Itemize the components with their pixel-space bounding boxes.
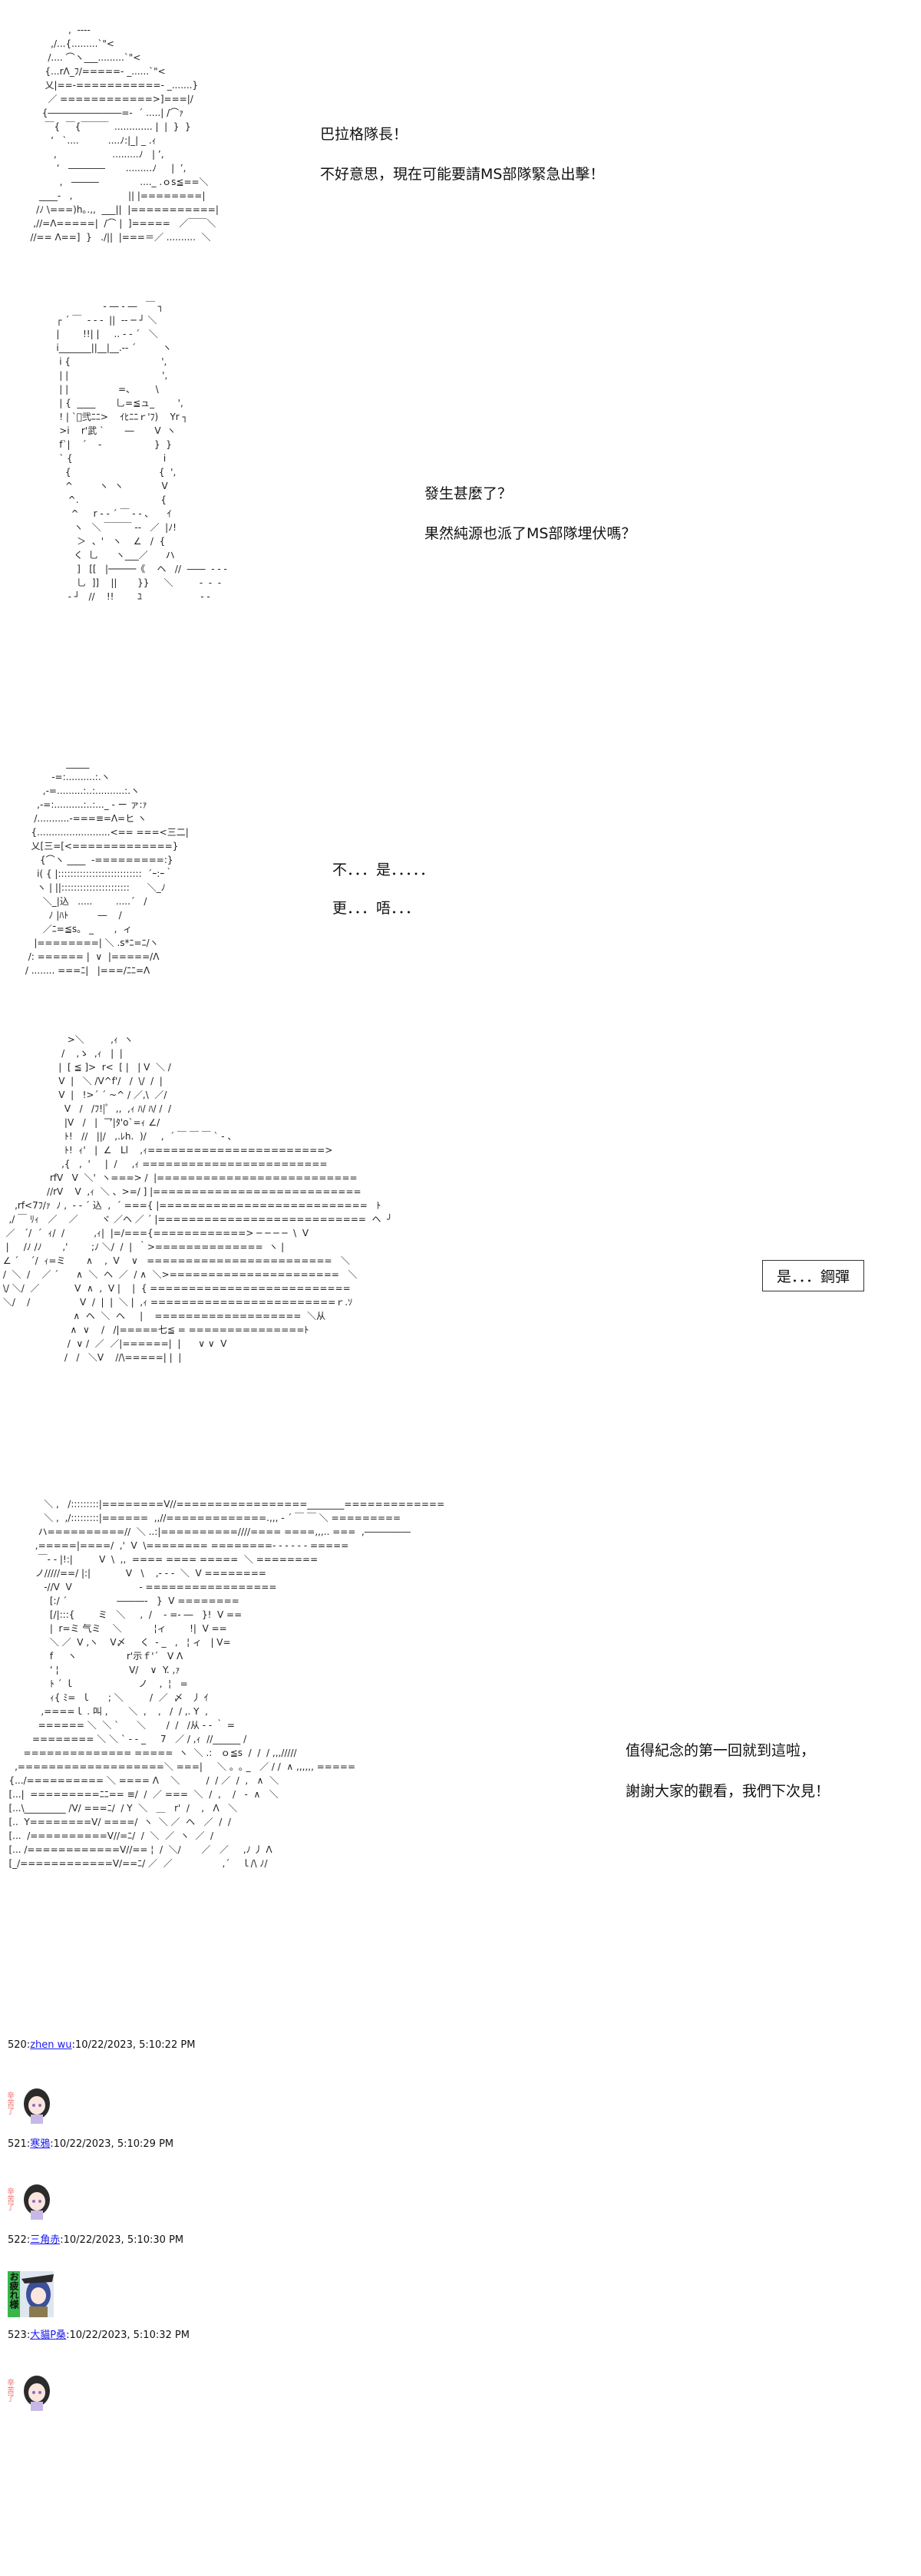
dialogue-line: 謝謝大家的觀看，我們下次見！ (626, 1783, 830, 1800)
dialogue-box: 是．．．鋼彈 (762, 1260, 865, 1291)
sticker-image: 辛苦了 (8, 2368, 54, 2412)
sticker-image: 辛苦了 (8, 2177, 54, 2221)
ascii-art-panel-2: - ― ‐ ― ￣ ┐ ┌ ´ ￣ ‐ ‐ ‐ || ‐‐ ─ ┘ ＼ | !!… (56, 301, 227, 602)
ascii-art-panel-4: >＼ ,ｨ ヽ / ,ゝ ,ｨ | | | [ ≦ ]> r< [ | | V … (2, 1034, 393, 1363)
comment-number: 521 (8, 2138, 27, 2150)
comment-time: 10/22/2023, 5:10:32 PM (69, 2330, 190, 2341)
sticker-text: 辛苦了 (8, 2187, 15, 2211)
comment-user-link[interactable]: zhen wu (30, 2039, 72, 2051)
sticker-text: 辛苦了 (8, 2091, 15, 2115)
comment-user-link[interactable]: 大貓P桑 (30, 2330, 67, 2341)
sticker-image: 辛苦了 (8, 2081, 54, 2125)
sticker-text: お疲れ様 (8, 2272, 19, 2309)
comment-header: 521:寒鴉:10/22/2023, 5:10:29 PM (8, 2138, 174, 2150)
comment-time: 10/22/2023, 5:10:30 PM (63, 2234, 184, 2246)
comment-header: 520:zhen wu:10/22/2023, 5:10:22 PM (8, 2039, 196, 2051)
comment-number: 522 (8, 2234, 27, 2246)
comment-user-link[interactable]: 三角赤 (30, 2234, 61, 2246)
comment-user-link[interactable]: 寒鴉 (30, 2138, 51, 2150)
dialogue-line: 更．．．唔．．． (332, 900, 421, 917)
comment-time: 10/22/2023, 5:10:29 PM (53, 2138, 174, 2150)
comment-number: 523 (8, 2330, 27, 2341)
ascii-art-panel-5: ＼ , /:::::::::|========V//==============… (8, 1499, 445, 1869)
dialogue-line: 巴拉格隊長！ (320, 126, 408, 143)
dialogue-line: 果然純源也派了MS部隊埋伏嗎？ (424, 525, 636, 542)
sticker-text: 辛苦了 (8, 2378, 15, 2402)
comment-time: 10/22/2023, 5:10:22 PM (74, 2039, 196, 2051)
dialogue-line: 發生甚麼了？ (424, 485, 513, 502)
ascii-art-panel-3: _____ -=:..........:.ヽ ,-=.........:..:.… (25, 758, 189, 976)
comment-header: 522:三角赤:10/22/2023, 5:10:30 PM (8, 2234, 184, 2246)
comment-header: 523:大貓P桑:10/22/2023, 5:10:32 PM (8, 2330, 190, 2341)
comment-number: 520 (8, 2039, 27, 2051)
dialogue-line: 值得紀念的第一回就到這啦， (626, 1742, 816, 1759)
dialogue-line: 不．．．是．．．．． (332, 861, 435, 878)
ascii-art-panel-1: , ---- ,/...{.........`"< /.... ⌒ヽ___...… (30, 25, 219, 243)
sticker-image: お疲れ様 (8, 2271, 54, 2317)
dialogue-line: 不好意思，現在可能要請MS部隊緊急出擊！ (320, 166, 605, 183)
